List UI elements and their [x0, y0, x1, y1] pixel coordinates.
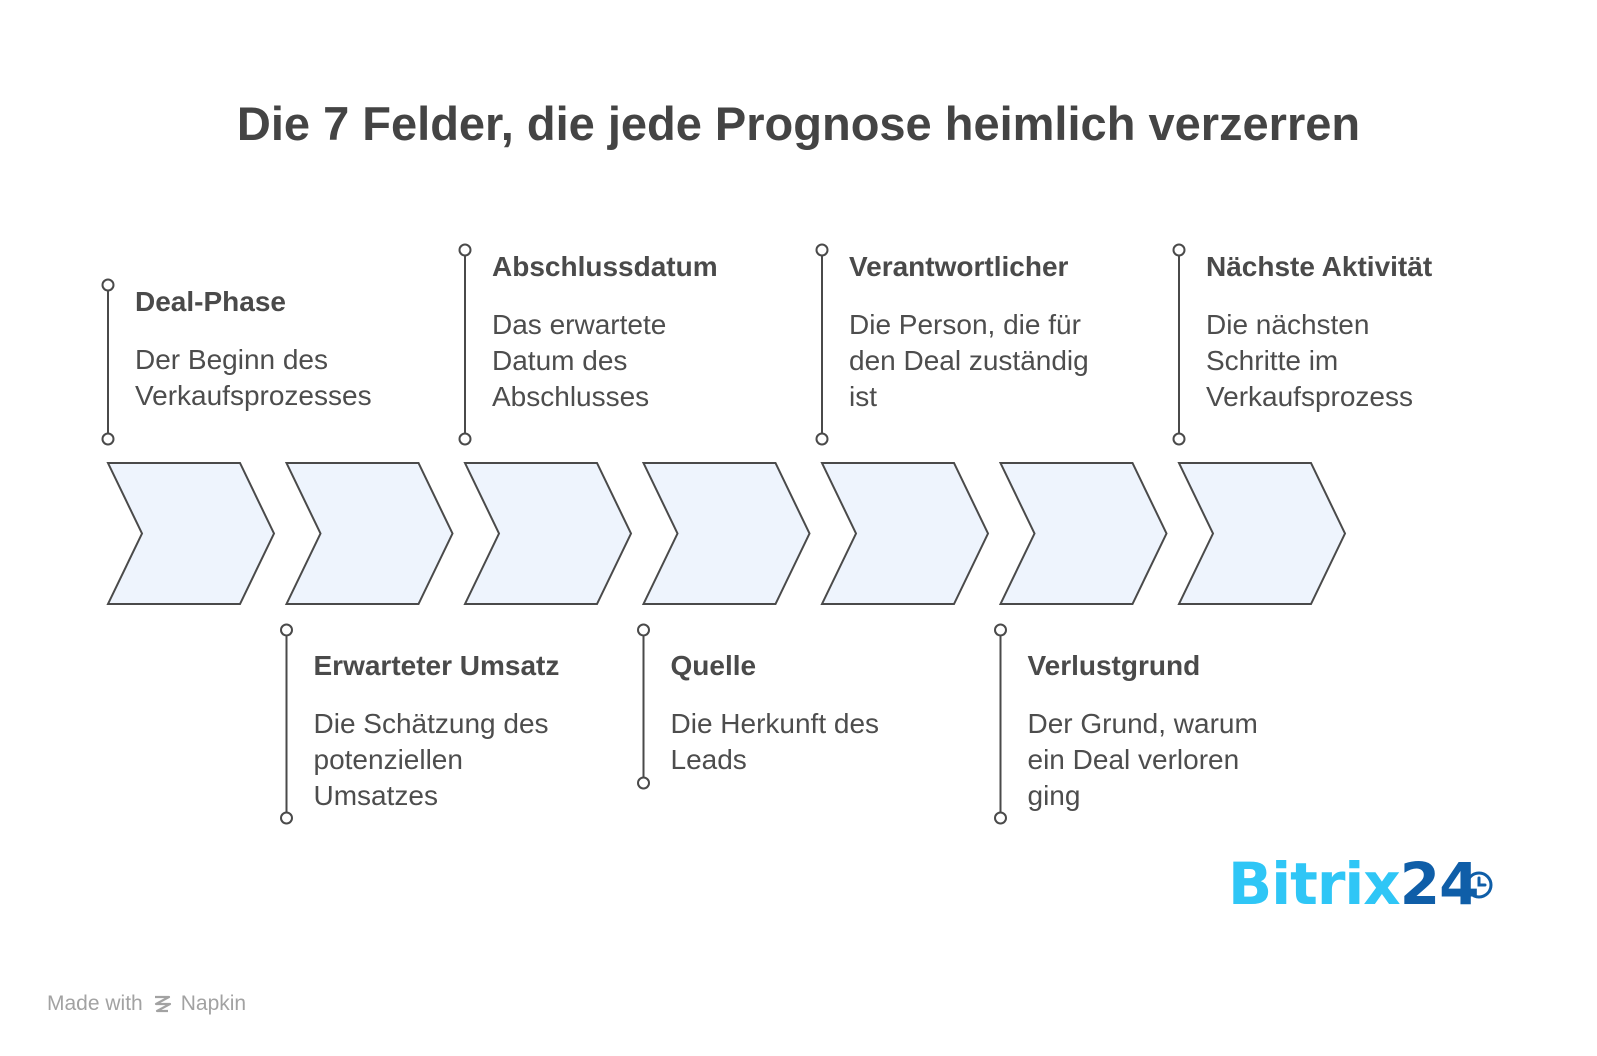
description-line: ist	[849, 381, 877, 412]
chevron-step-2	[284, 462, 454, 605]
description-line: ging	[1027, 780, 1081, 811]
made-with-text: Made with	[47, 992, 143, 1015]
connector-dot-top-2	[280, 623, 293, 637]
chevron-step-1	[106, 462, 276, 605]
description-line: Die Person, die für	[849, 309, 1081, 340]
made-with-napkin-footer[interactable]: Made with Napkin	[47, 992, 246, 1016]
bitrix24-logo: Bitrix24	[1228, 850, 1479, 918]
step-heading: Erwarteter Umsatz	[313, 650, 560, 681]
connector-dot-top-3	[458, 243, 472, 257]
description-line: ein Deal verloren	[1027, 744, 1240, 775]
description-line: Die Herkunft des	[670, 708, 880, 739]
brand-part-1: Bitrix	[1228, 850, 1401, 918]
connector-dot-top-6	[994, 623, 1007, 637]
connector-dot-bottom-3	[458, 432, 472, 446]
step-heading: Abschlussdatum	[492, 251, 718, 282]
step-heading: Nächste Aktivität	[1206, 251, 1433, 282]
napkin-icon	[154, 995, 171, 1013]
description-line: Die nächsten	[1206, 309, 1370, 340]
description-line: Verkaufsprozess	[1206, 381, 1413, 412]
connector-dot-bottom-1	[101, 432, 115, 446]
description-line: Verkaufsprozesses	[135, 380, 372, 411]
description-line: Umsatzes	[313, 780, 438, 811]
connector-dot-top-5	[815, 243, 829, 257]
description-line: Abschlusses	[492, 381, 650, 412]
description-line: Schritte im	[1206, 345, 1339, 376]
connector-dot-top-7	[1172, 243, 1186, 257]
description-line: Das erwartete	[492, 309, 667, 340]
connector-dot-bottom-5	[815, 432, 829, 446]
description-line: Der Beginn des	[135, 344, 329, 375]
step-heading: Verlustgrund	[1027, 650, 1201, 681]
chevron-step-6	[998, 462, 1168, 605]
step-heading: Deal-Phase	[135, 286, 286, 317]
napkin-text: Napkin	[180, 992, 247, 1015]
chevron-step-7	[1177, 462, 1347, 605]
connector-dot-top-4	[637, 623, 650, 637]
diagram-title: Die 7 Felder, die jede Prognose heimlich…	[236, 97, 1361, 150]
description-line: Datum des	[492, 345, 628, 376]
chevron-step-5	[820, 462, 990, 605]
step-description: Der Grund, warum ein Deal verloren ging	[1028, 706, 1328, 814]
clock-icon	[1465, 871, 1493, 899]
chevron-step-4	[641, 462, 811, 605]
connector-dot-bottom-7	[1172, 432, 1186, 446]
description-line: Der Grund, warum	[1027, 708, 1258, 739]
chevron-step-3	[463, 462, 633, 605]
description-line: den Deal zuständig	[849, 345, 1089, 376]
step-heading: Verantwortlicher	[849, 251, 1069, 282]
step-heading: Quelle	[670, 650, 757, 681]
connector-dot-bottom-6	[994, 811, 1007, 825]
description-line: Die Schätzung des	[313, 708, 549, 739]
connector-dot-top-1	[101, 278, 115, 292]
connector-dot-bottom-4	[637, 776, 650, 790]
description-line: Leads	[670, 744, 747, 775]
description-line: potenziellen	[313, 744, 463, 775]
step-description: Die Person, die für den Deal zuständig ist	[849, 307, 1149, 415]
connector-dot-bottom-2	[280, 811, 293, 825]
